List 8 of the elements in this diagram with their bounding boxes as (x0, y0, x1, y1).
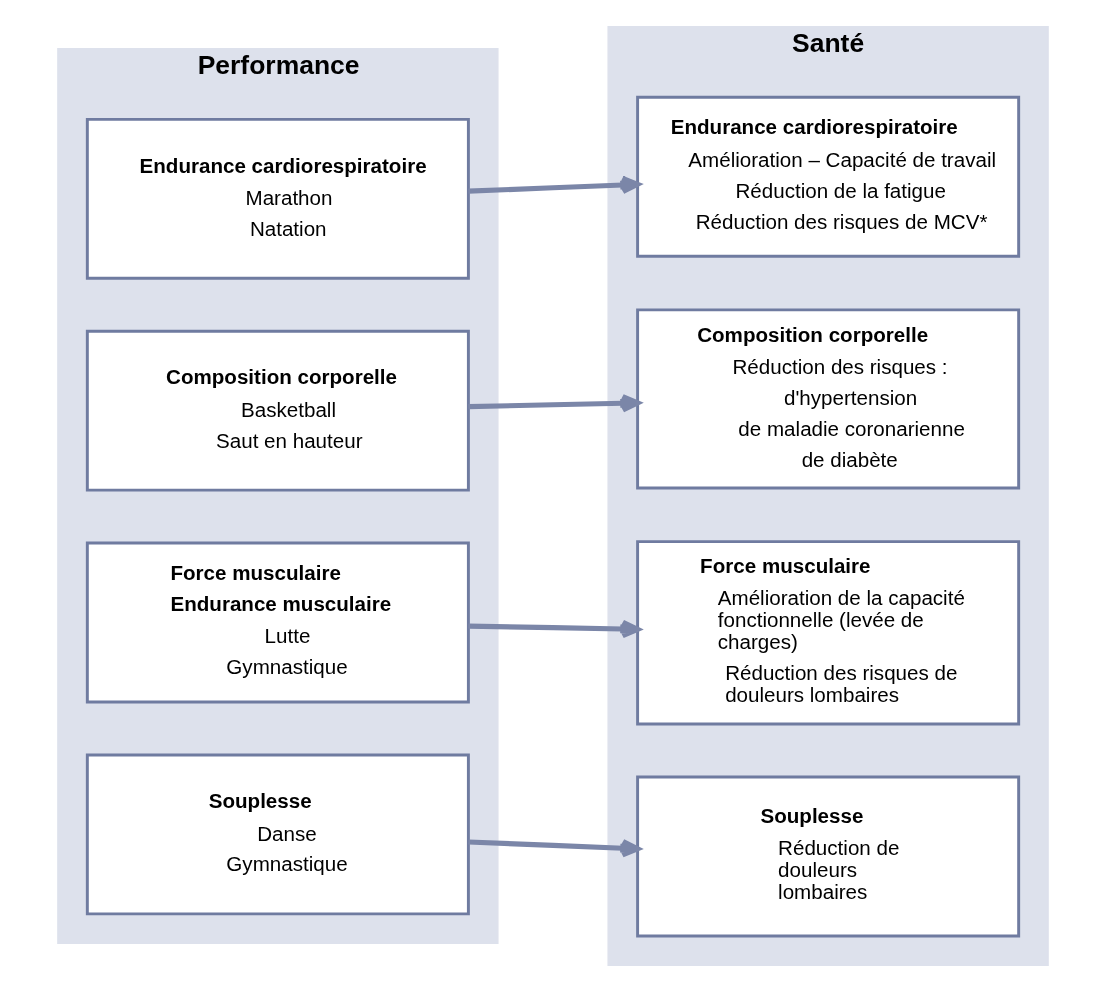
node-box: Composition corporelle Réduction des risques : d'hypertension de maladie coronarienne de diabète (635, 307, 1020, 489)
node-box: Force musculaire Amélioration de la capacité fonctionnelle (levée de charges) Réduction des risques de douleurs lombaires (635, 539, 1020, 725)
node-box: Force musculaire Endurance musculaire Lutte Gymnastique (85, 541, 470, 703)
node-box: Composition corporelle Basketball Saut en hauteur (85, 329, 470, 492)
node-box: Souplesse Danse Gymnastique (85, 753, 470, 915)
node-box: Souplesse Réduction de douleurs lombaires (635, 775, 1020, 937)
node-box: Endurance cardiorespiratoire Marathon Natation (85, 117, 470, 280)
node-box: Endurance cardiorespiratoire Amélioration – Capacité de travail Réduction de la fatigue Réduction des risques de MCV* (635, 95, 1020, 258)
